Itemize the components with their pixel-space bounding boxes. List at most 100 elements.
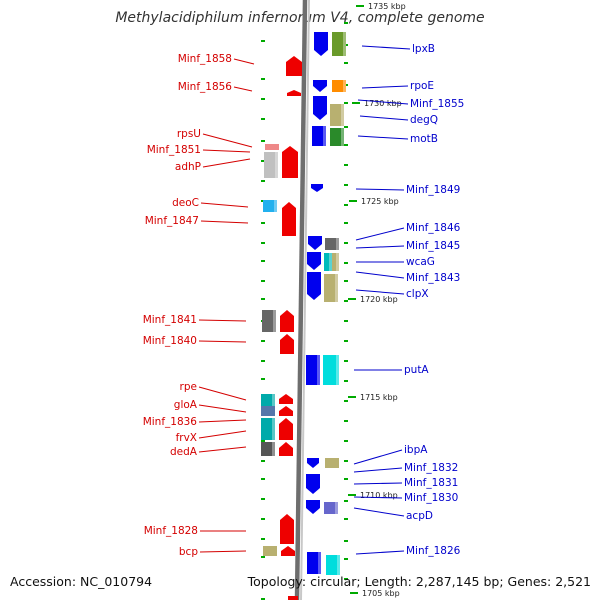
gene-feature: [307, 552, 321, 574]
gene-label-left: Minf_1828: [144, 525, 198, 537]
gene-label-right: Minf_1849: [406, 184, 460, 196]
gene-feature: [282, 202, 296, 236]
gene-feature: [306, 500, 320, 514]
label-leader-line: [198, 404, 247, 413]
gene-feature: [261, 394, 275, 406]
label-leader-line: [198, 386, 247, 401]
gene-shade: [337, 555, 340, 575]
gene-feature: [263, 546, 277, 556]
tick-mark: [261, 222, 265, 224]
gene-shade: [335, 274, 338, 302]
accession-text: Accession: NC_010794: [10, 574, 153, 589]
label-leader-line: [353, 496, 403, 499]
label-leader-line: [353, 482, 403, 485]
tick-mark: [261, 598, 265, 600]
tick-mark: [344, 62, 348, 64]
gene-label-left: rpe: [180, 381, 197, 393]
gene-feature: [332, 80, 346, 92]
gene-shade: [272, 418, 275, 440]
label-leader-line: [361, 85, 409, 89]
gene-feature: [264, 152, 278, 178]
label-leader-line: [198, 340, 247, 343]
tick-mark: [261, 478, 265, 480]
gene-feature: [280, 334, 294, 354]
tick-mark: [261, 360, 265, 362]
tick-mark: [344, 380, 348, 382]
gene-label-left: bcp: [179, 546, 198, 558]
gene-feature: [265, 144, 279, 150]
gene-feature: [282, 146, 298, 178]
gene-feature: [323, 355, 339, 385]
label-leader-line: [355, 271, 405, 279]
label-leader-line: [355, 188, 405, 191]
gene-feature: [311, 184, 323, 192]
gene-shade: [343, 32, 346, 56]
tick-mark: [344, 540, 348, 542]
gene-shade: [318, 552, 321, 574]
gene-shade: [273, 310, 276, 332]
tick-mark: [261, 498, 265, 500]
tick-mark: [261, 78, 265, 80]
gene-feature: [280, 310, 294, 332]
gene-label-right: motB: [410, 133, 438, 145]
gene-feature: [313, 80, 327, 92]
label-leader-line: [353, 507, 405, 517]
gene-shade: [336, 238, 339, 250]
gene-label-left: Minf_1841: [143, 314, 197, 326]
tick-mark: [261, 140, 265, 142]
gene-label-left: Minf_1840: [143, 335, 197, 347]
gene-feature: [279, 418, 293, 440]
label-leader-line: [357, 99, 409, 105]
tick-mark: [261, 260, 265, 262]
scale-tick-label: 1720 kbp: [360, 295, 398, 304]
gene-shade: [341, 104, 344, 126]
gene-label-left: dedA: [170, 446, 198, 458]
label-leader-line: [359, 115, 409, 121]
gene-feature: [287, 90, 301, 96]
label-leader-line: [361, 45, 411, 50]
tick-mark: [261, 538, 265, 540]
tick-mark: [261, 160, 265, 162]
gene-feature: [280, 514, 294, 544]
gene-feature: [261, 406, 275, 416]
gene-shade: [341, 128, 344, 146]
tick-mark: [344, 102, 348, 104]
gene-label-right: Minf_1846: [406, 222, 461, 234]
label-leader-line: [202, 158, 251, 168]
tick-mark: [261, 242, 265, 244]
label-leader-line: [200, 220, 249, 224]
tick-mark: [344, 300, 348, 302]
gene-feature: [330, 128, 344, 146]
backbone-strand-line: [300, 0, 310, 600]
tick-mark: [344, 22, 348, 24]
gene-label-left: gloA: [174, 399, 198, 411]
gene-label-left: frvX: [176, 432, 197, 444]
gene-feature: [330, 104, 344, 126]
gene-label-left: Minf_1858: [178, 53, 232, 65]
gene-shade: [329, 253, 332, 271]
gene-shade: [336, 355, 339, 385]
gene-label-left: Minf_1836: [143, 416, 198, 428]
tick-mark: [261, 378, 265, 380]
tick-mark: [261, 180, 265, 182]
label-leader-line: [202, 149, 251, 153]
tick-mark: [344, 126, 348, 128]
gene-feature: [306, 474, 320, 494]
tick-mark: [261, 340, 265, 342]
label-leader-line: [198, 430, 247, 439]
gene-label-right: Minf_1845: [406, 240, 460, 252]
gene-label-left: Minf_1856: [178, 81, 233, 93]
label-leader-line: [357, 135, 409, 140]
gene-label-left: rpsU: [177, 128, 201, 140]
map-title: Methylacidiphilum infernorum V4, complet…: [115, 10, 485, 26]
label-leader-line: [355, 245, 405, 249]
gene-feature: [279, 442, 293, 456]
gene-feature: [307, 252, 321, 270]
gene-feature: [324, 274, 338, 302]
gene-feature: [307, 458, 319, 468]
label-leader-line: [233, 86, 253, 92]
gene-feature: [261, 418, 275, 440]
gene-label-left: Minf_1851: [147, 144, 201, 156]
tick-mark: [261, 298, 265, 300]
